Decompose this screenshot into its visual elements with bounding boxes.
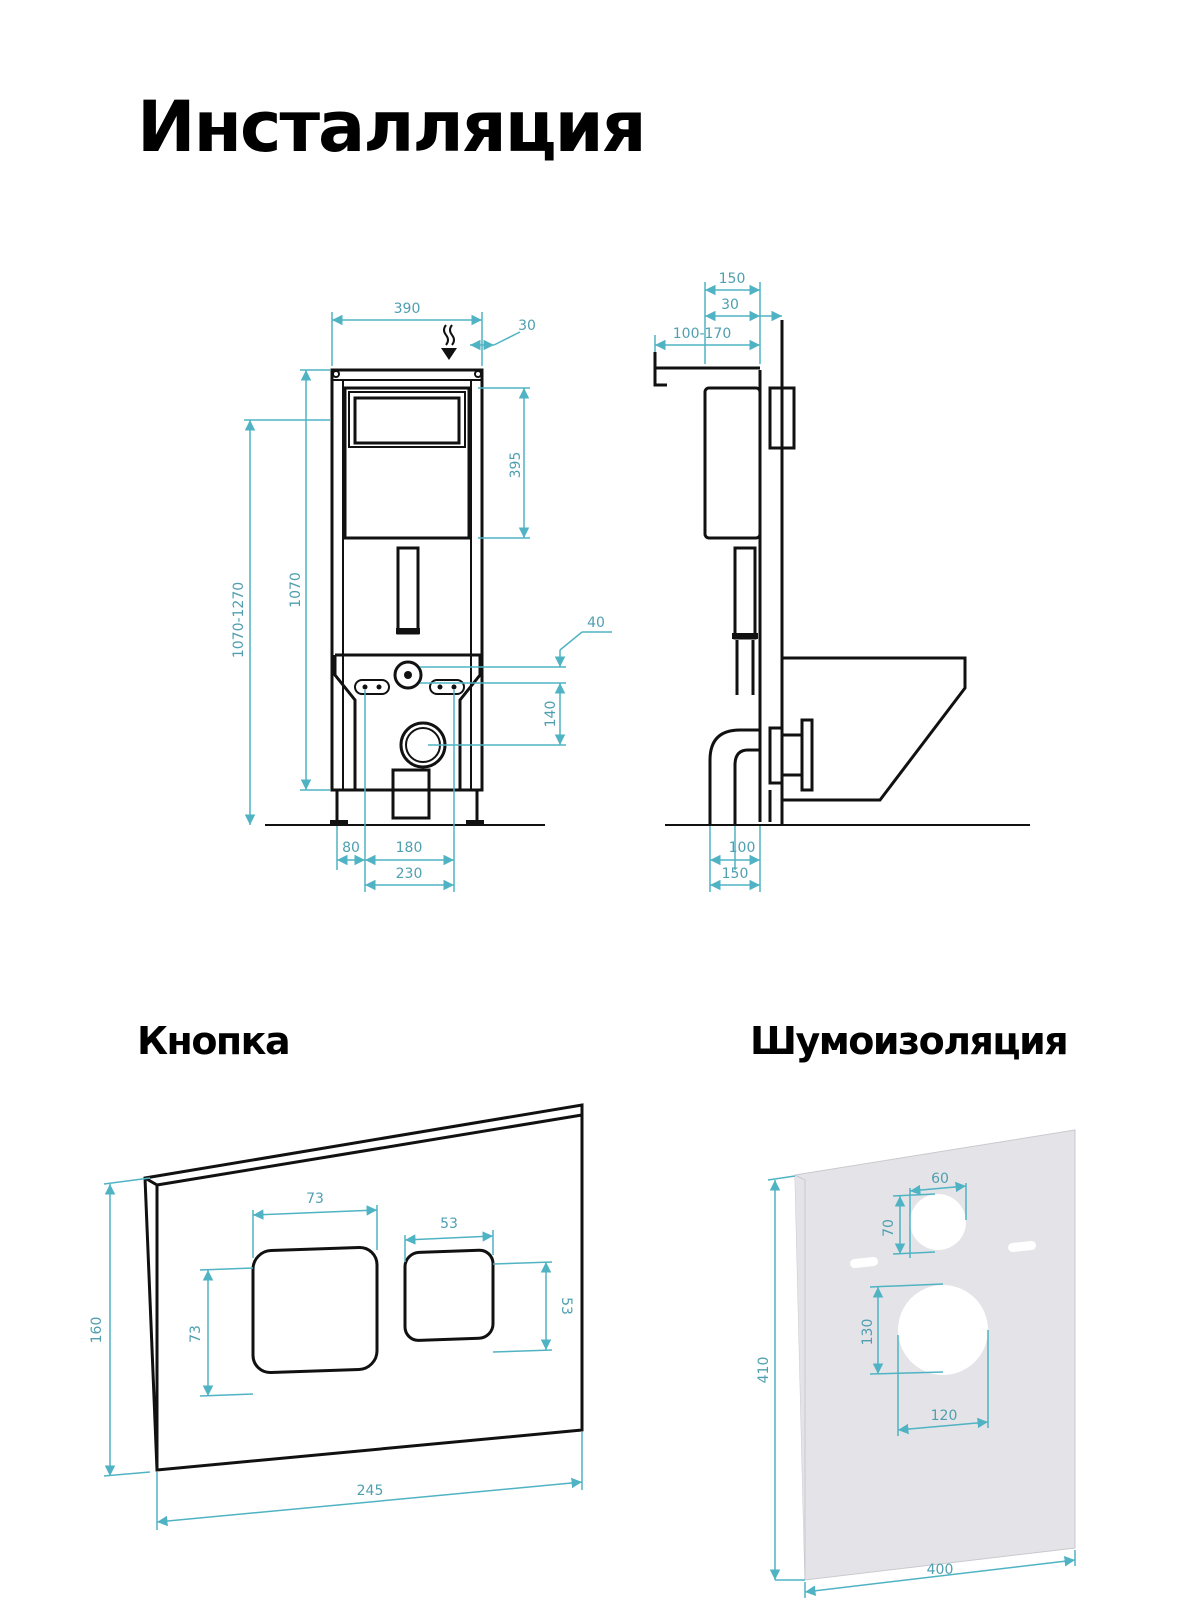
page-title: Инсталляция: [137, 86, 647, 168]
dim-180: 180: [396, 840, 423, 856]
mounting-plate: [333, 653, 482, 820]
large-hole: [898, 1285, 988, 1375]
noise-section-title: Шумоизоляция: [750, 1019, 1069, 1063]
flush-pipe-side: [733, 546, 757, 640]
dim-245: 245: [357, 1483, 384, 1499]
button-plate-side: [768, 386, 796, 450]
frame-legs: [330, 790, 484, 826]
dim-70: 70: [881, 1219, 897, 1237]
dim-30: 30: [518, 318, 536, 334]
installation-side-view: 150 30 100-170 100 150: [653, 271, 1030, 892]
drain-elbow: [708, 728, 760, 825]
dim-40: 40: [587, 615, 605, 631]
noise-dimension-lines: [767, 1175, 1076, 1598]
flush-pipe: [396, 546, 420, 635]
toilet-bowl: [782, 656, 967, 802]
dim-73-height: 73: [188, 1325, 204, 1343]
dim-100-170: 100-170: [673, 326, 732, 342]
dim-400: 400: [927, 1562, 954, 1578]
small-key: [403, 1248, 495, 1342]
dim-60: 60: [931, 1171, 949, 1187]
panel-face: [143, 1103, 584, 1472]
noise-dimension-labels: 60 70 130 120 410 400: [756, 1171, 957, 1578]
noise-insulation-panel: 60 70 130 120 410 400: [756, 1129, 1076, 1598]
dim-80: 80: [342, 840, 360, 856]
dimension-labels: 390 30 395 1070 1070-1270 40 140 80 180 …: [231, 301, 605, 882]
cistern: [343, 386, 471, 540]
installation-front-view: 390 30 395 1070 1070-1270 40 140 80 180 …: [231, 301, 612, 892]
dim-390: 390: [394, 301, 421, 317]
top-bracket: [653, 352, 760, 387]
small-hole: [910, 1194, 966, 1250]
button-section-title: Кнопка: [137, 1019, 291, 1063]
frame-outline: [330, 368, 484, 792]
button-dimension-lines: [103, 1177, 583, 1530]
big-key: [251, 1245, 379, 1375]
button-dimension-labels: 73 53 73 53 160 245: [89, 1191, 574, 1499]
dim-395: 395: [508, 452, 524, 479]
dim-130: 130: [860, 1319, 876, 1346]
dim-1070: 1070: [288, 572, 304, 608]
side-dimension-lines: [654, 282, 782, 892]
dim-30-side: 30: [721, 297, 739, 313]
dim-100: 100: [729, 840, 756, 856]
cistern-side: [703, 386, 762, 540]
flush-button-panel: 73 53 73 53 160 245: [89, 1103, 584, 1530]
water-inlet-icon: [441, 324, 457, 360]
dim-140: 140: [543, 701, 559, 728]
slot-left: [850, 1257, 879, 1268]
dim-73-width: 73: [306, 1191, 324, 1207]
dim-120: 120: [931, 1408, 958, 1424]
drain-connector: [768, 718, 814, 792]
dim-53-height: 53: [558, 1297, 574, 1315]
dimension-lines: [244, 312, 612, 892]
dim-53-width: 53: [440, 1216, 458, 1232]
side-dimension-labels: 150 30 100-170 100 150: [673, 271, 756, 882]
dim-1070-1270: 1070-1270: [231, 582, 247, 658]
dim-150-top: 150: [719, 271, 746, 287]
slot-right: [1008, 1241, 1037, 1252]
dim-160: 160: [89, 1317, 105, 1344]
dim-410: 410: [756, 1357, 772, 1384]
dim-150-bottom: 150: [722, 866, 749, 882]
dim-230: 230: [396, 866, 423, 882]
